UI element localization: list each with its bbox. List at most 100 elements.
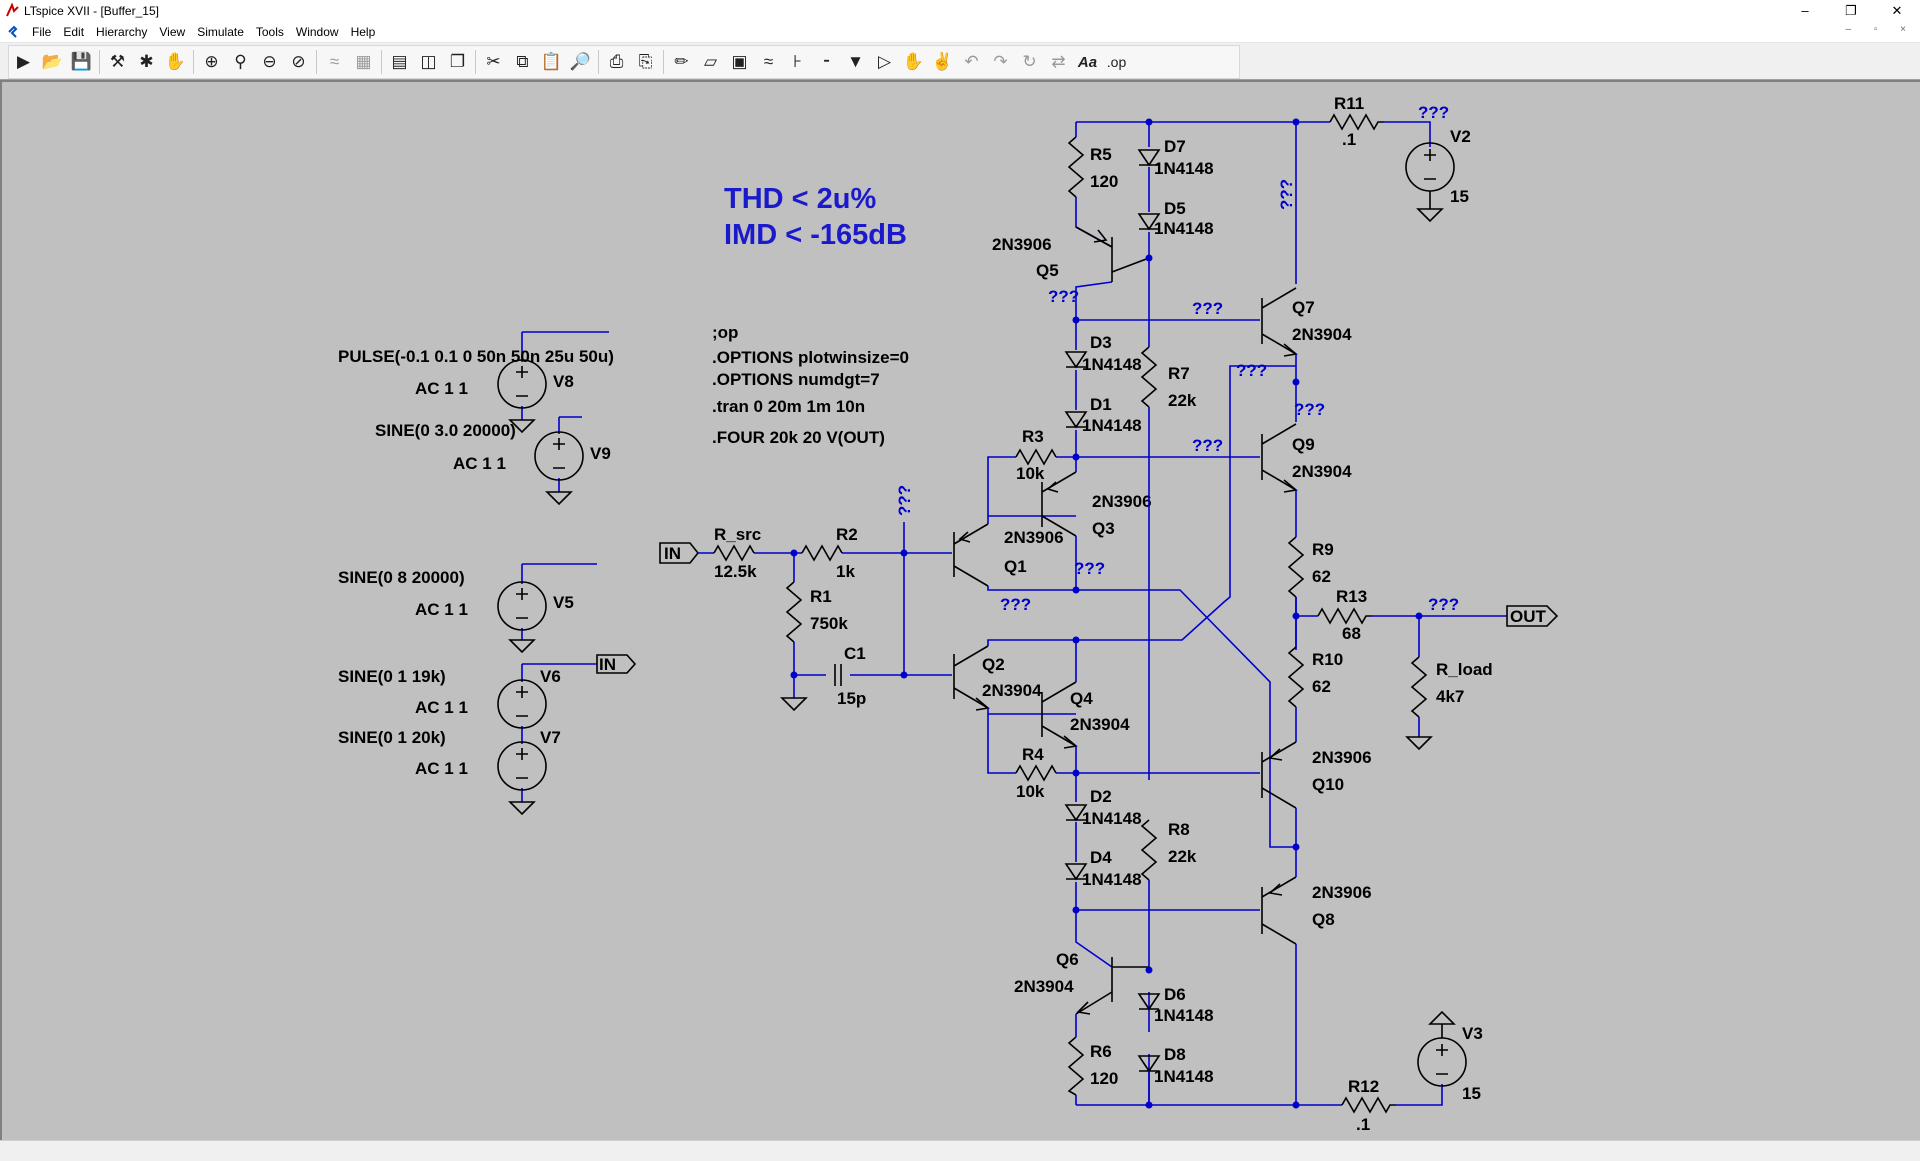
q-out-node[interactable]: ??? bbox=[1428, 595, 1459, 614]
r4-name[interactable]: R4 bbox=[1022, 745, 1044, 764]
resistor-rload[interactable] bbox=[1410, 656, 1428, 718]
r6-name[interactable]: R6 bbox=[1090, 1042, 1112, 1061]
find-icon[interactable]: 🔎 bbox=[569, 52, 592, 71]
r3-value[interactable]: 10k bbox=[1016, 464, 1045, 483]
d4-model[interactable]: 1N4148 bbox=[1082, 870, 1142, 889]
q-q2-collector[interactable]: ??? bbox=[1000, 595, 1031, 614]
control-panel-icon[interactable]: ⚒ bbox=[109, 52, 126, 71]
v9-value[interactable]: SINE(0 3.0 20000) bbox=[375, 421, 516, 440]
label-net-icon[interactable]: ▣ bbox=[731, 52, 748, 71]
r11-name[interactable]: R11 bbox=[1334, 94, 1364, 113]
transistor-q3[interactable] bbox=[1041, 471, 1077, 537]
q-q9-collector[interactable]: ??? bbox=[1294, 400, 1325, 419]
cut-icon[interactable]: ✂ bbox=[486, 52, 501, 71]
r2-value[interactable]: 1k bbox=[836, 562, 855, 581]
v3-value[interactable]: 15 bbox=[1462, 1084, 1481, 1103]
r13-name[interactable]: R13 bbox=[1336, 587, 1367, 606]
transistor-q8[interactable] bbox=[1261, 876, 1297, 945]
q2-model[interactable]: 2N3904 bbox=[982, 681, 1042, 700]
tile-vertical-icon[interactable]: ◫ bbox=[420, 52, 437, 71]
resistor-r5[interactable] bbox=[1067, 136, 1085, 198]
resistor-rsrc[interactable] bbox=[713, 544, 755, 562]
resistor-r2[interactable] bbox=[801, 544, 843, 562]
directive-numdgt[interactable]: .OPTIONS numdgt=7 bbox=[712, 370, 880, 389]
q4-name[interactable]: Q4 bbox=[1070, 689, 1093, 708]
spec-thd[interactable]: THD < 2u% bbox=[724, 183, 876, 215]
d1-name[interactable]: D1 bbox=[1090, 395, 1112, 414]
q8-model[interactable]: 2N3906 bbox=[1312, 883, 1372, 902]
menu-edit[interactable]: Edit bbox=[63, 25, 85, 39]
r4-value[interactable]: 10k bbox=[1016, 782, 1045, 801]
r2-name[interactable]: R2 bbox=[836, 525, 858, 544]
r10-name[interactable]: R10 bbox=[1312, 650, 1343, 669]
diode-d5[interactable] bbox=[1137, 213, 1161, 231]
q-q7-base[interactable]: ??? bbox=[1192, 299, 1223, 318]
spec-imd[interactable]: IMD < -165dB bbox=[724, 219, 907, 251]
q-q3-emitter[interactable]: ??? bbox=[1074, 559, 1105, 578]
r1-value[interactable]: 750k bbox=[810, 614, 848, 633]
r8-value[interactable]: 22k bbox=[1168, 847, 1197, 866]
r10-value[interactable]: 62 bbox=[1312, 677, 1331, 696]
minimize-button[interactable]: – bbox=[1801, 3, 1809, 18]
rsrc-name[interactable]: R_src bbox=[714, 525, 761, 544]
q1-model[interactable]: 2N3906 bbox=[1004, 528, 1064, 547]
d8-name[interactable]: D8 bbox=[1164, 1045, 1186, 1064]
menu-window[interactable]: Window bbox=[295, 25, 339, 39]
q-q9-base[interactable]: ??? bbox=[1192, 436, 1223, 455]
ground-icon[interactable]: ⏥ bbox=[703, 52, 718, 71]
open-icon[interactable]: 📂 bbox=[41, 52, 64, 71]
capacitor-c1[interactable] bbox=[834, 664, 842, 686]
r13-value[interactable]: 68 bbox=[1342, 624, 1361, 643]
q8-name[interactable]: Q8 bbox=[1312, 910, 1335, 929]
q9-model[interactable]: 2N3904 bbox=[1292, 462, 1352, 481]
print-setup-icon[interactable]: ⎘ bbox=[638, 52, 653, 71]
v5-ac[interactable]: AC 1 1 bbox=[415, 600, 468, 619]
save-icon[interactable]: 💾 bbox=[70, 52, 93, 71]
text-icon[interactable]: Aa bbox=[1077, 53, 1098, 71]
d7-name[interactable]: D7 bbox=[1164, 137, 1186, 156]
menu-file[interactable]: File bbox=[32, 25, 52, 39]
source-v3[interactable] bbox=[1417, 1010, 1467, 1087]
resistor-r10[interactable] bbox=[1287, 646, 1305, 708]
schematic-canvas[interactable]: THD < 2u% IMD < -165dB ;op .OPTIONS plot… bbox=[0, 80, 1920, 1140]
q7-name[interactable]: Q7 bbox=[1292, 298, 1315, 317]
print-icon[interactable]: ⎙ bbox=[609, 52, 624, 71]
component-icon[interactable]: ▷ bbox=[877, 52, 892, 71]
q6-model[interactable]: 2N3904 bbox=[1014, 977, 1074, 996]
q-q7-emitter[interactable]: ??? bbox=[1236, 361, 1267, 380]
r8-name[interactable]: R8 bbox=[1168, 820, 1190, 839]
menu-view[interactable]: View bbox=[159, 25, 186, 39]
autoscale-icon[interactable]: ≈ bbox=[329, 52, 340, 71]
d2-name[interactable]: D2 bbox=[1090, 787, 1112, 806]
menu-tools[interactable]: Tools bbox=[255, 25, 284, 39]
q7-model[interactable]: 2N3904 bbox=[1292, 325, 1352, 344]
r11-value[interactable]: .1 bbox=[1342, 130, 1356, 149]
d2-model[interactable]: 1N4148 bbox=[1082, 809, 1142, 828]
capacitor-icon[interactable]: ⊦ bbox=[793, 52, 802, 71]
d3-model[interactable]: 1N4148 bbox=[1082, 355, 1142, 374]
v5-name[interactable]: V5 bbox=[553, 593, 574, 612]
mark-icon[interactable]: ▦ bbox=[355, 52, 372, 71]
r12-value[interactable]: .1 bbox=[1356, 1115, 1370, 1134]
r9-value[interactable]: 62 bbox=[1312, 567, 1331, 586]
d5-name[interactable]: D5 bbox=[1164, 199, 1186, 218]
resistor-r12[interactable] bbox=[1341, 1096, 1396, 1114]
resistor-icon[interactable]: ≈ bbox=[763, 52, 774, 71]
spice-directive-icon[interactable]: .op bbox=[1106, 54, 1127, 70]
source-v8[interactable]: PULSE(-0.1 0.1 0 50n 50n 25u 50u) AC 1 1… bbox=[338, 331, 614, 434]
diode-d4[interactable] bbox=[1064, 863, 1088, 881]
q-q5-node[interactable]: ??? bbox=[1048, 287, 1079, 306]
d4-name[interactable]: D4 bbox=[1090, 848, 1112, 867]
schematic-svg[interactable]: THD < 2u% IMD < -165dB ;op .OPTIONS plot… bbox=[2, 82, 1920, 1140]
drag-icon[interactable]: ✌ bbox=[931, 52, 954, 71]
rload-name[interactable]: R_load bbox=[1436, 660, 1493, 679]
v6-value[interactable]: SINE(0 1 19k) bbox=[338, 667, 446, 686]
diode-d1[interactable] bbox=[1064, 411, 1088, 429]
d7-model[interactable]: 1N4148 bbox=[1154, 159, 1214, 178]
q4-model[interactable]: 2N3904 bbox=[1070, 715, 1130, 734]
q6-name[interactable]: Q6 bbox=[1056, 950, 1079, 969]
v8-value[interactable]: PULSE(-0.1 0.1 0 50n 50n 25u 50u) bbox=[338, 347, 614, 366]
menu-hierarchy[interactable]: Hierarchy bbox=[96, 25, 148, 39]
run-icon[interactable]: ▶ bbox=[16, 52, 31, 71]
resistor-r8[interactable] bbox=[1140, 819, 1158, 881]
